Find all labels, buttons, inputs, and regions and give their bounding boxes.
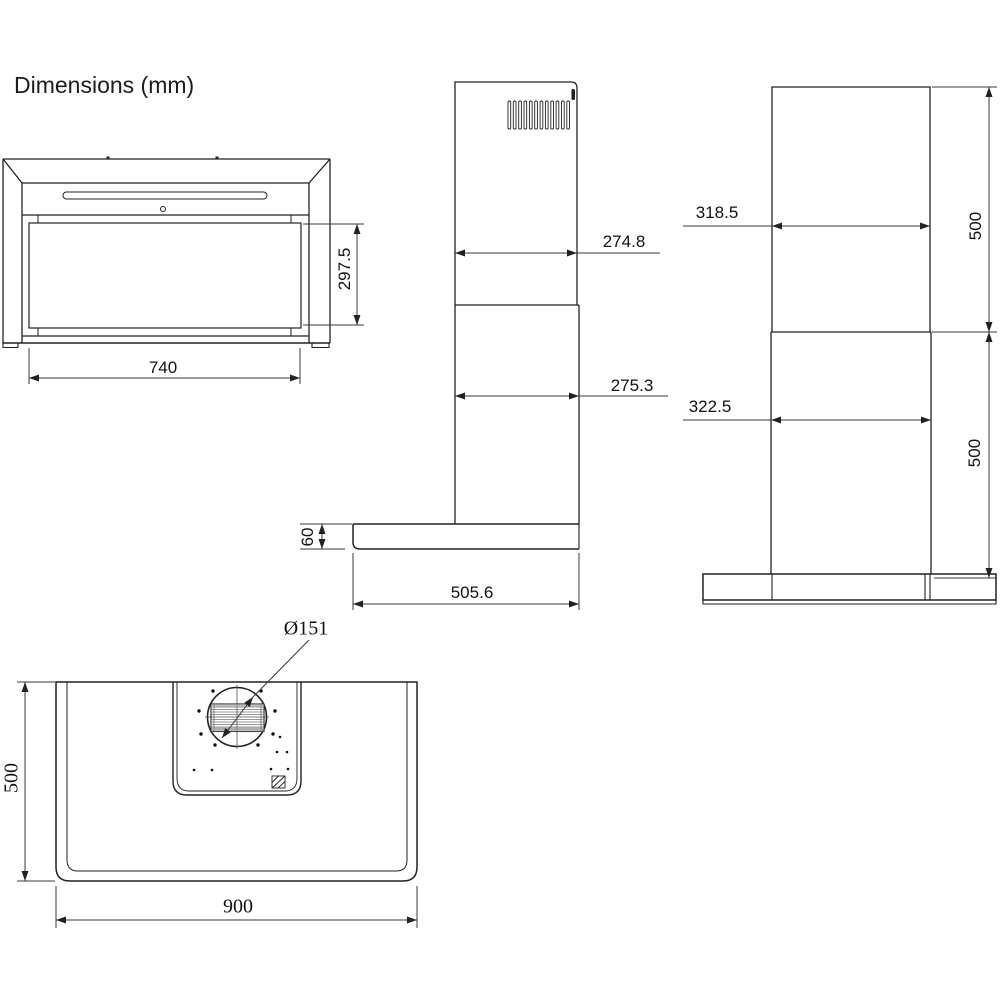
side-view bbox=[300, 81, 668, 610]
chimney-slot-mark bbox=[571, 89, 575, 100]
dim-side-lower-chimney-depth: 275.3 bbox=[610, 376, 654, 395]
bottom-view bbox=[17, 639, 418, 928]
dim-rear-upper-chimney-width: 318.5 bbox=[695, 203, 739, 222]
lamp-dot bbox=[160, 206, 166, 212]
screw-dots bbox=[192, 689, 290, 772]
dim-side-body-height: 60 bbox=[298, 527, 317, 547]
dim-rear-lower-chimney-width: 322.5 bbox=[688, 397, 732, 416]
dim-rear-upper-chimney-height: 500 bbox=[966, 211, 985, 241]
dim-bottom-outlet-diameter: Ø151 bbox=[283, 617, 329, 640]
top-edge-tick bbox=[215, 156, 219, 160]
hatched-square bbox=[271, 775, 286, 789]
top-edge-tick bbox=[106, 156, 110, 160]
front-view bbox=[2, 156, 364, 384]
diameter-leader bbox=[221, 639, 310, 739]
dim-bottom-body-width: 900 bbox=[223, 895, 253, 918]
center-crosshair bbox=[205, 685, 269, 749]
rear-view bbox=[683, 86, 997, 605]
mount-foot bbox=[2, 343, 330, 349]
mounting-plate bbox=[172, 682, 302, 796]
dim-rear-lower-chimney-height: 500 bbox=[965, 438, 984, 468]
page-title: Dimensions (mm) bbox=[14, 72, 195, 98]
dim-side-body-depth: 505.6 bbox=[450, 583, 494, 602]
dim-bottom-body-depth: 500 bbox=[0, 763, 23, 793]
vent-slot bbox=[62, 191, 268, 200]
dim-front-glass-height: 297.5 bbox=[335, 247, 354, 291]
glass-panel bbox=[28, 222, 302, 329]
dim-side-upper-chimney-depth: 274.8 bbox=[602, 232, 646, 251]
vent-louvers bbox=[507, 100, 570, 130]
dim-front-glass-width: 740 bbox=[148, 358, 178, 377]
